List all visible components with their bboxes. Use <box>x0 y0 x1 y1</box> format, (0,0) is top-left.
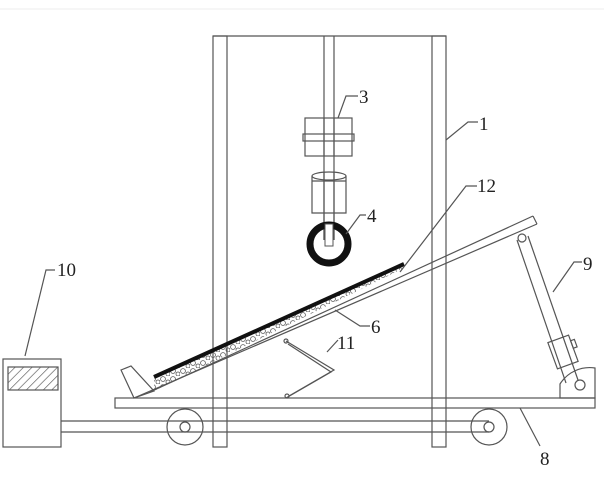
wheel-left <box>166 408 204 446</box>
label-3: 3 <box>359 87 369 108</box>
control-box <box>2 358 62 448</box>
label-11: 11 <box>337 333 355 354</box>
support-arm <box>516 233 596 399</box>
drive-track <box>61 408 508 446</box>
label-4: 4 <box>367 206 377 227</box>
vertical-rod <box>323 36 335 240</box>
scissor-linkage <box>283 338 336 399</box>
label-9: 9 <box>583 254 593 275</box>
base-platform <box>114 397 596 409</box>
motor <box>302 117 355 157</box>
label-6: 6 <box>371 317 381 338</box>
leader-lines <box>24 95 582 447</box>
label-12: 12 <box>477 176 496 197</box>
label-10: 10 <box>57 260 76 281</box>
frame <box>212 35 447 448</box>
tire <box>306 221 352 267</box>
wheel-right <box>470 408 508 446</box>
label-8: 8 <box>540 449 550 470</box>
label-1: 1 <box>479 114 489 135</box>
